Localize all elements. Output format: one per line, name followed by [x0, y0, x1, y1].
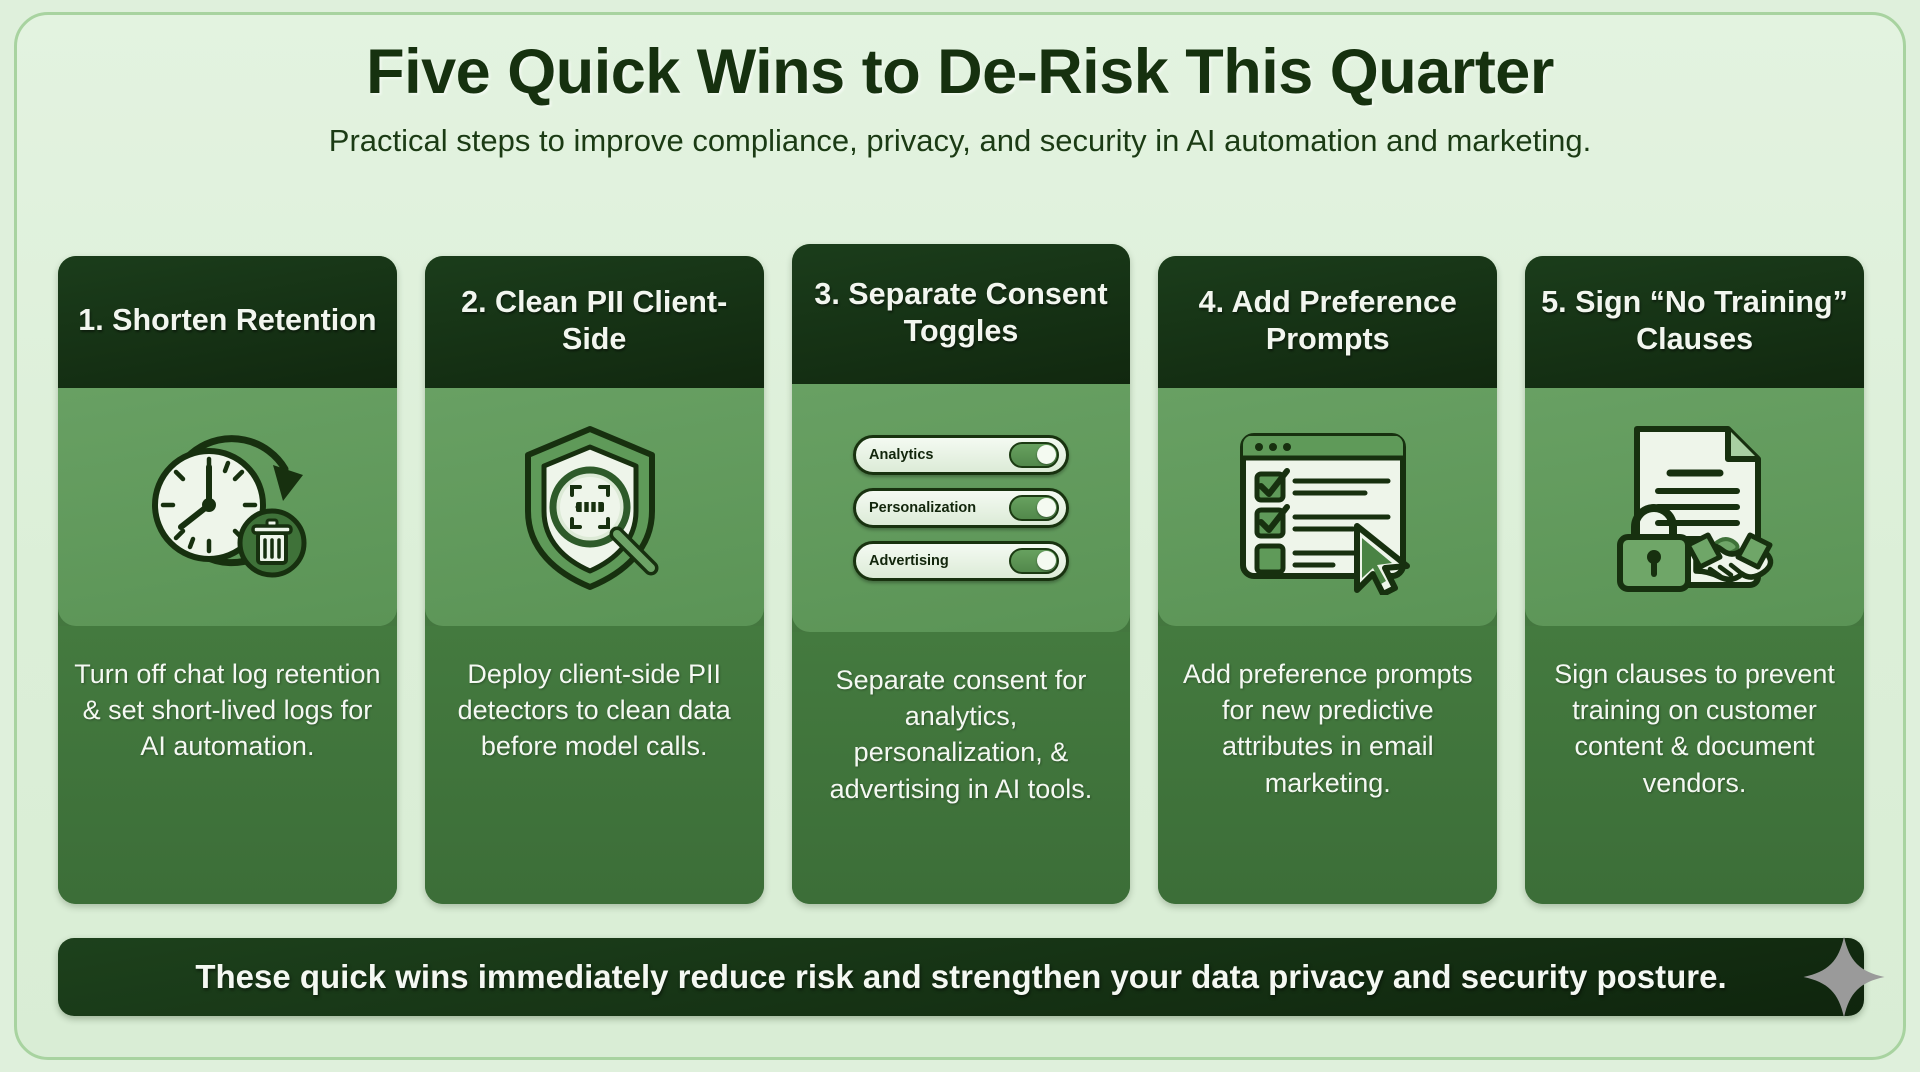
card-body-text: Deploy client-side PII detectors to clea…: [424, 626, 764, 904]
header-block: Five Quick Wins to De-Risk This Quarter …: [60, 38, 1860, 159]
consent-toggle-stack: Analytics Personalization: [852, 435, 1069, 581]
sparkle-icon: [1803, 936, 1885, 1018]
footer-text: These quick wins immediately reduce risk…: [195, 958, 1727, 995]
toggle-knob: [1036, 445, 1056, 464]
checklist-cursor-icon: [1158, 388, 1498, 626]
card-body-text: Separate consent for analytics, personal…: [791, 632, 1131, 904]
card-clean-pii-client-side[interactable]: 2. Clean PII Client-Side: [424, 256, 764, 904]
toggle-row-personalization[interactable]: Personalization: [852, 488, 1069, 528]
toggle-label: Analytics: [868, 447, 934, 463]
card-body-text: Turn off chat log retention & set short-…: [58, 626, 397, 904]
toggle-switch-personalization[interactable]: [1008, 495, 1059, 521]
quick-wins-card-row: 1. Shorten Retention: [58, 244, 1864, 904]
toggle-switch-analytics[interactable]: [1008, 442, 1059, 468]
consent-toggles-icon: Analytics Personalization: [791, 384, 1131, 632]
card-shorten-retention[interactable]: 1. Shorten Retention: [58, 256, 397, 904]
card-title: 3. Separate Consent Toggles: [791, 244, 1131, 384]
toggle-switch-advertising[interactable]: [1008, 548, 1059, 574]
toggle-label: Personalization: [868, 500, 977, 516]
toggle-row-advertising[interactable]: Advertising: [852, 541, 1069, 581]
shield-magnifier-icon: [424, 388, 764, 626]
toggle-label: Advertising: [868, 553, 949, 569]
card-body-text: Add preference prompts for new predictiv…: [1158, 626, 1498, 904]
clock-trash-icon: [58, 388, 397, 626]
toggle-knob: [1036, 551, 1056, 570]
footer-banner: These quick wins immediately reduce risk…: [58, 936, 1885, 1018]
card-title: 4. Add Preference Prompts: [1158, 256, 1498, 388]
card-separate-consent-toggles[interactable]: 3. Separate Consent Toggles Analytics Pe…: [791, 244, 1131, 904]
card-sign-no-training-clauses[interactable]: 5. Sign “No Training” Clauses: [1525, 256, 1864, 904]
contract-lock-handshake-icon: [1525, 388, 1864, 626]
card-add-preference-prompts[interactable]: 4. Add Preference Prompts: [1158, 256, 1498, 904]
card-body-text: Sign clauses to prevent training on cust…: [1525, 626, 1864, 904]
toggle-row-analytics[interactable]: Analytics: [852, 435, 1069, 475]
card-title: 1. Shorten Retention: [58, 256, 397, 388]
page-title: Five Quick Wins to De-Risk This Quarter: [366, 37, 1554, 107]
card-title: 5. Sign “No Training” Clauses: [1525, 256, 1864, 388]
toggle-knob: [1036, 498, 1056, 517]
page-subtitle: Practical steps to improve compliance, p…: [328, 123, 1592, 159]
card-title: 2. Clean PII Client-Side: [424, 256, 764, 388]
